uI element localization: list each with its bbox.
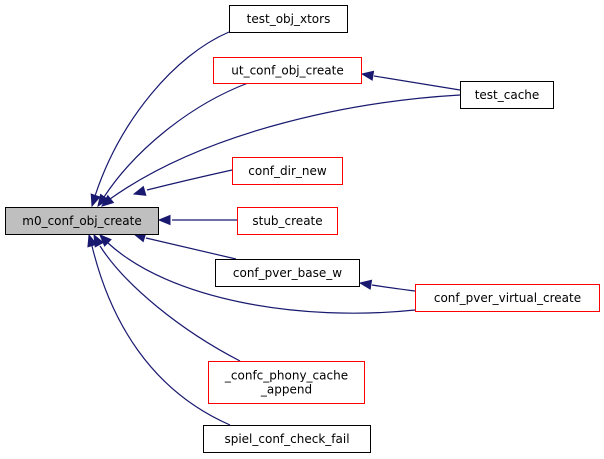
edge-stub_create-to-m0_conf_obj_create xyxy=(157,214,237,226)
arrowhead-icon xyxy=(90,193,101,208)
node-label: m0_conf_obj_create xyxy=(22,214,141,228)
edge-line xyxy=(107,242,416,314)
node-label: stub_create xyxy=(252,214,322,228)
node-label: _append xyxy=(260,383,312,397)
edge-ut_conf_obj_create-to-m0_conf_obj_create xyxy=(97,82,249,208)
edge-conf_pver_virtual_create-to-conf_pver_base_w xyxy=(358,279,416,292)
arrowhead-icon xyxy=(99,234,112,247)
node-conf-pver-base-w[interactable]: conf_pver_base_w xyxy=(215,259,360,287)
edge-conf_pver_virtual_create-to-m0_conf_obj_create xyxy=(99,234,416,314)
edge-test_cache-to-m0_conf_obj_create xyxy=(100,94,461,207)
edge-line xyxy=(109,94,461,200)
node-box[interactable] xyxy=(232,157,343,185)
edge-line xyxy=(146,169,233,191)
node-conf-pver-virtual-create[interactable]: conf_pver_virtual_create xyxy=(415,284,600,312)
node-confc-phony-cache-append[interactable]: _confc_phony_cache_append xyxy=(208,361,365,404)
arrowhead-icon xyxy=(360,70,375,81)
node-box[interactable] xyxy=(213,57,362,84)
node-label: test_cache xyxy=(475,88,540,102)
arrowhead-icon xyxy=(132,185,147,196)
node-stub-create[interactable]: stub_create xyxy=(237,207,338,235)
node-box[interactable] xyxy=(5,207,159,235)
arrowhead-icon xyxy=(358,279,373,290)
node-label: _confc_phony_cache xyxy=(224,369,348,383)
edge-line xyxy=(94,31,230,197)
node-box[interactable] xyxy=(460,81,554,109)
edge-conf_dir_new-to-m0_conf_obj_create xyxy=(132,169,233,196)
edge-line xyxy=(373,75,461,91)
node-label: conf_pver_virtual_create xyxy=(434,291,581,305)
arrowhead-icon xyxy=(97,193,109,208)
nodes-layer: m0_conf_obj_create test_obj_xtors ut_conf_… xyxy=(5,5,600,453)
node-label: ut_conf_obj_create xyxy=(231,64,343,78)
node-conf-dir-new[interactable]: conf_dir_new xyxy=(232,157,343,185)
node-m0-conf-obj-create[interactable]: m0_conf_obj_create xyxy=(5,207,159,235)
edge-line xyxy=(103,82,249,198)
node-label: spiel_conf_check_fail xyxy=(224,432,349,446)
edge-line xyxy=(91,245,231,426)
edge-test_obj_xtors-to-m0_conf_obj_create xyxy=(90,31,230,208)
node-ut-conf-obj-create[interactable]: ut_conf_obj_create xyxy=(213,57,362,84)
edge-line xyxy=(371,284,416,292)
node-box[interactable] xyxy=(229,5,348,33)
node-spiel-conf-check-fail[interactable]: spiel_conf_check_fail xyxy=(203,425,371,453)
node-test-obj-xtors[interactable]: test_obj_xtors xyxy=(229,5,348,33)
edge-_confc_phony_cache_append-to-m0_conf_obj_create xyxy=(93,233,241,362)
node-label: conf_dir_new xyxy=(248,164,327,178)
node-box[interactable] xyxy=(237,207,338,235)
node-box[interactable] xyxy=(215,259,360,287)
node-test-cache[interactable]: test_cache xyxy=(460,81,554,109)
arrowhead-icon xyxy=(100,194,115,207)
node-box[interactable] xyxy=(415,284,600,312)
edge-test_cache-to-ut_conf_obj_create xyxy=(360,70,461,91)
node-label: conf_pver_base_w xyxy=(233,266,342,280)
node-box[interactable] xyxy=(208,361,365,404)
node-label: test_obj_xtors xyxy=(247,12,331,26)
arrowhead-icon xyxy=(87,233,98,248)
edge-spiel_conf_check_fail-to-m0_conf_obj_create xyxy=(87,233,231,426)
edge-line xyxy=(99,245,241,362)
edge-conf_pver_base_w-to-m0_conf_obj_create xyxy=(132,232,237,260)
edges-layer xyxy=(87,31,461,426)
node-box[interactable] xyxy=(203,425,371,453)
edge-line xyxy=(145,237,237,260)
arrowhead-icon xyxy=(157,214,171,226)
